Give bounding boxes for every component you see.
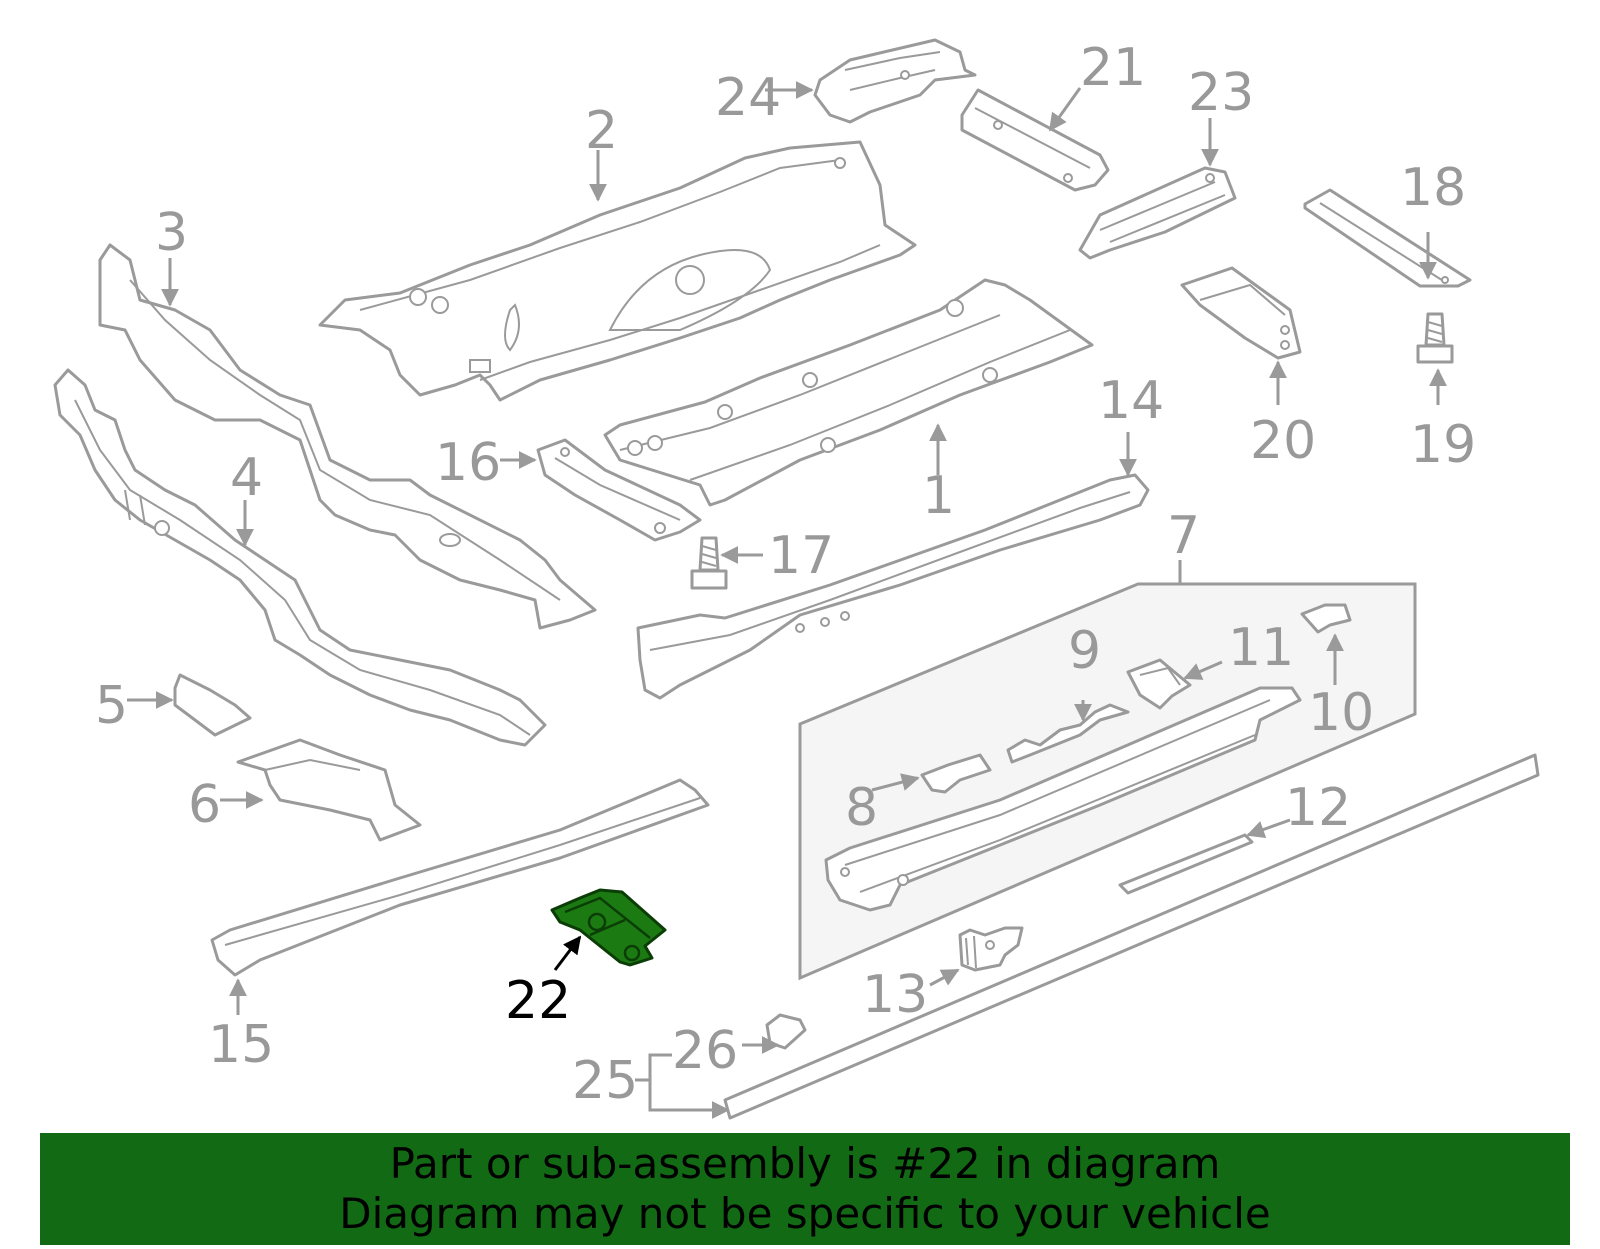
callout-21: 21 [1080, 38, 1146, 98]
callout-6: 6 [188, 775, 221, 835]
part-20-bracket [1180, 266, 1302, 360]
part-6-bracket [236, 738, 422, 842]
part-24-bracket [813, 38, 977, 124]
part-16-bracket [536, 438, 702, 542]
callout-19: 19 [1410, 415, 1476, 475]
part-19-bolt [1416, 312, 1454, 364]
part-7-rocker [824, 686, 1302, 912]
part-1-floor-pan [603, 278, 1094, 507]
part-21-bracket [960, 88, 1110, 192]
callout-4: 4 [230, 448, 263, 508]
part-8-bracket [920, 753, 992, 794]
part-11-bracket [1126, 658, 1192, 710]
part-3-side-member [98, 243, 597, 630]
callout-5: 5 [95, 676, 128, 736]
info-banner: Part or sub-assembly is #22 in diagram D… [40, 1133, 1570, 1245]
callout-3: 3 [155, 203, 188, 263]
banner-line-2: Diagram may not be specific to your vehi… [339, 1189, 1271, 1238]
callout-13: 13 [862, 965, 928, 1025]
callout-20: 20 [1250, 411, 1316, 471]
part-5-bracket [173, 673, 252, 737]
callout-14: 14 [1098, 371, 1164, 431]
callout-2: 2 [585, 101, 618, 161]
part-26-clip [765, 1013, 807, 1050]
part-4-side-member [53, 368, 547, 747]
banner-line-1: Part or sub-assembly is #22 in diagram [389, 1139, 1221, 1188]
callout-8: 8 [845, 778, 878, 838]
part-22-highlighted-bracket[interactable] [550, 888, 667, 967]
callout-12: 12 [1285, 778, 1351, 838]
callout-labels: 24 21 23 18 19 20 2 3 4 1 16 17 14 7 9 1… [95, 38, 1476, 1111]
part-12-strip [1118, 833, 1254, 895]
callout-11: 11 [1228, 618, 1294, 678]
part-2-front-floor-pan [318, 140, 917, 402]
part-13-bracket [958, 926, 1024, 972]
callout-17: 17 [768, 526, 834, 586]
callout-10: 10 [1308, 683, 1374, 743]
callout-18: 18 [1400, 158, 1466, 218]
callout-24: 24 [715, 68, 781, 128]
callout-1: 1 [922, 466, 955, 526]
callout-23: 23 [1188, 63, 1254, 123]
parts-diagram: 24 21 23 18 19 20 2 3 4 1 16 17 14 7 9 1… [53, 38, 1540, 1120]
leader-lines [127, 81, 1447, 1119]
part-14-rocker-reinforcement [636, 473, 1150, 700]
callout-7: 7 [1167, 506, 1200, 566]
part-10-bracket [1300, 603, 1352, 634]
part-9-bracket [1006, 703, 1130, 764]
callout-22-highlighted: 22 [505, 971, 571, 1031]
callout-16: 16 [435, 433, 501, 493]
callout-15: 15 [208, 1015, 274, 1075]
part-17-bolt [690, 536, 728, 590]
callout-9: 9 [1068, 621, 1101, 681]
part-15-rocker-panel [210, 778, 710, 977]
part-23-bracket [1078, 166, 1237, 260]
callout-26: 26 [672, 1021, 738, 1081]
callout-25: 25 [572, 1051, 638, 1111]
